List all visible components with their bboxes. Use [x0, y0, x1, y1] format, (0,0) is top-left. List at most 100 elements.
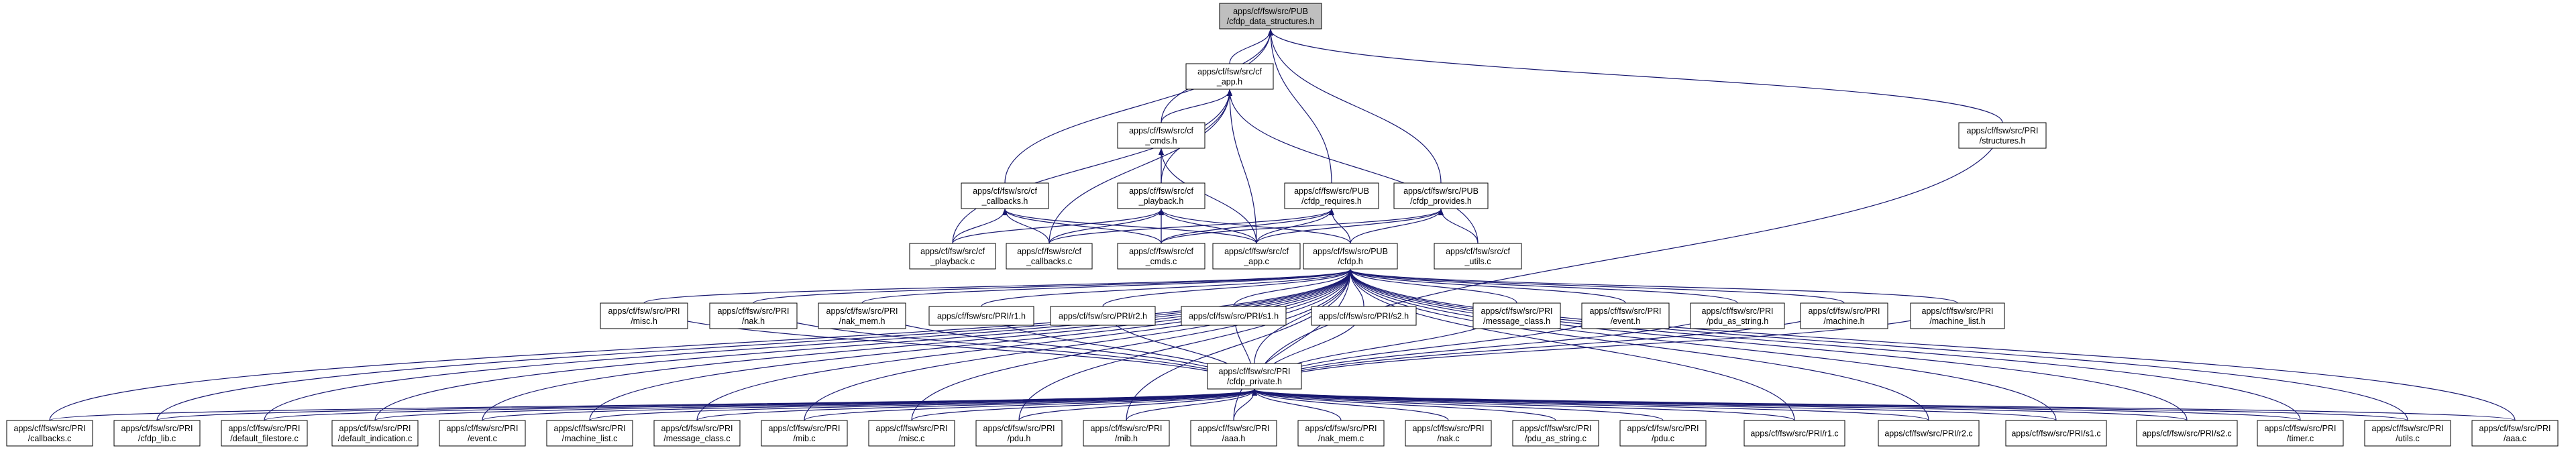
dependency-edge	[1268, 29, 2003, 123]
node-label: /utils.c	[2396, 434, 2419, 443]
graph-node[interactable]: apps/cf/fsw/src/cf_callbacks.h	[961, 182, 1049, 209]
dependency-edge	[1252, 389, 1664, 421]
dependency-edge	[911, 389, 1257, 421]
dependency-edge	[1252, 389, 2188, 421]
node-box	[1207, 363, 1302, 390]
graph-node[interactable]: apps/cf/fsw/src/PRI/callbacks.c	[6, 420, 93, 447]
dependency-edge	[1252, 389, 1342, 421]
node-label: /nak.c	[1437, 434, 1459, 443]
graph-node[interactable]: apps/cf/fsw/src/PUB/cfdp_requires.h	[1284, 182, 1379, 209]
node-label: apps/cf/fsw/src/PRI/s1.h	[1189, 312, 1279, 321]
graph-node[interactable]: apps/cf/fsw/src/PRI/nak.h	[709, 302, 798, 329]
graph-node[interactable]: apps/cf/fsw/src/PRI/s1.c	[2005, 420, 2107, 447]
graph-node[interactable]: apps/cf/fsw/src/PRI/r1.c	[1743, 420, 1845, 447]
graph-node[interactable]: apps/cf/fsw/src/PRI/pdu_as_string.h	[1690, 302, 1785, 329]
graph-node[interactable]: apps/cf/fsw/src/PRI/machine_list.h	[1910, 302, 2005, 329]
graph-node[interactable]: apps/cf/fsw/src/PRI/s2.c	[2136, 420, 2238, 447]
dependency-edge	[1102, 269, 1353, 307]
graph-node[interactable]: apps/cf/fsw/src/cf_playback.c	[909, 243, 996, 270]
dependency-edge	[1254, 269, 1353, 364]
dependency-edge	[643, 269, 1353, 304]
graph-node[interactable]: apps/cf/fsw/src/PRI/timer.c	[2257, 420, 2344, 447]
node-label: apps/cf/fsw/src/PRI	[1627, 424, 1699, 433]
graph-node[interactable]: apps/cf/fsw/src/PRI/cfdp_lib.c	[113, 420, 201, 447]
graph-node[interactable]: apps/cf/fsw/src/PRI/message_class.c	[653, 420, 741, 447]
dependency-edge	[1233, 269, 1353, 307]
graph-node[interactable]: apps/cf/fsw/src/cf_playback.h	[1117, 182, 1205, 209]
graph-node[interactable]: apps/cf/fsw/src/PRI/event.h	[1581, 302, 1670, 329]
graph-node[interactable]: apps/cf/fsw/src/cf_app.h	[1185, 63, 1274, 90]
node-box	[1512, 420, 1599, 447]
node-box	[975, 420, 1063, 447]
graph-node[interactable]: apps/cf/fsw/src/PRI/default_filestore.c	[221, 420, 308, 447]
dependency-edge	[1350, 209, 1444, 244]
graph-node[interactable]: apps/cf/fsw/src/PRI/message_class.h	[1472, 302, 1561, 329]
graph-node[interactable]: apps/cf/fsw/src/PRI/nak_mem.c	[1297, 420, 1385, 447]
graph-node[interactable]: apps/cf/fsw/src/PRI/nak.c	[1405, 420, 1492, 447]
graph-node[interactable]: apps/cf/fsw/src/PRI/pdu.c	[1619, 420, 1707, 447]
node-label: apps/cf/fsw/src/PRI	[2372, 424, 2444, 433]
node-label: /event.h	[1611, 317, 1641, 326]
node-label: apps/cf/fsw/src/PUB	[1294, 186, 1369, 196]
dependency-edge	[1018, 269, 1353, 421]
dependency-edge	[1049, 89, 1232, 244]
dependency-edge	[1438, 209, 1479, 244]
node-label: apps/cf/fsw/src/PRI	[1413, 424, 1485, 433]
dependency-edge	[1348, 269, 2057, 421]
graph-node[interactable]: apps/cf/fsw/src/PUB/cfdp_provides.h	[1393, 182, 1489, 209]
graph-node[interactable]: apps/cf/fsw/src/PRI/pdu_as_string.c	[1512, 420, 1599, 447]
graph-node[interactable]: apps/cf/fsw/src/PRI/s2.h	[1311, 306, 1417, 326]
node-label: apps/cf/fsw/src/PRI	[1305, 424, 1377, 433]
node-label: /default_indication.c	[338, 434, 413, 443]
graph-node[interactable]: apps/cf/fsw/src/cf_cmds.c	[1117, 243, 1205, 270]
dependency-edge	[1252, 389, 2057, 421]
node-label: apps/cf/fsw/src/cf	[1129, 247, 1193, 256]
graph-node[interactable]: apps/cf/fsw/src/PRI/mib.c	[761, 420, 848, 447]
graph-node[interactable]: apps/cf/fsw/src/PRI/utils.c	[2364, 420, 2451, 447]
node-label: apps/cf/fsw/src/cf	[1017, 247, 1081, 256]
node-box	[2471, 420, 2559, 447]
graph-node[interactable]: apps/cf/fsw/src/PRI/s1.h	[1181, 306, 1287, 326]
graph-node[interactable]: apps/cf/fsw/src/PRI/machine_list.c	[546, 420, 633, 447]
node-box	[439, 420, 526, 447]
node-label: apps/cf/fsw/src/PRI	[1481, 306, 1553, 316]
graph-node[interactable]: apps/cf/fsw/src/PRI/mib.h	[1083, 420, 1170, 447]
graph-node[interactable]: apps/cf/fsw/src/PRI/aaa.h	[1190, 420, 1277, 447]
node-box	[2257, 420, 2344, 447]
node-label: apps/cf/fsw/src/PRI	[1967, 126, 2039, 135]
graph-node[interactable]: apps/cf/fsw/src/PRI/r2.h	[1050, 306, 1156, 326]
graph-node[interactable]: apps/cf/fsw/src/PRI/structures.h	[1958, 122, 2047, 149]
graph-node[interactable]: apps/cf/fsw/src/cf_app.c	[1212, 243, 1301, 270]
graph-node[interactable]: apps/cf/fsw/src/PRI/machine.h	[1800, 302, 1888, 329]
node-box	[1117, 182, 1205, 209]
graph-node[interactable]: apps/cf/fsw/src/PRI/r1.h	[928, 306, 1034, 326]
node-box	[653, 420, 741, 447]
graph-node[interactable]: apps/cf/fsw/src/PRI/nak_mem.h	[818, 302, 906, 329]
graph-node[interactable]: apps/cf/fsw/src/PRI/aaa.c	[2471, 420, 2559, 447]
graph-node[interactable]: apps/cf/fsw/src/PRI/default_indication.c	[331, 420, 419, 447]
node-box	[761, 420, 848, 447]
node-label: /misc.h	[631, 317, 657, 326]
dependency-edge	[1252, 389, 1449, 421]
node-label: _playback.c	[930, 257, 975, 266]
dependency-edge	[1002, 209, 1050, 244]
graph-node[interactable]: apps/cf/fsw/src/cf_cmds.h	[1117, 122, 1205, 149]
graph-node[interactable]: apps/cf/fsw/src/cf_utils.c	[1434, 243, 1522, 270]
graph-node[interactable]: apps/cf/fsw/src/PRI/r2.c	[1878, 420, 1980, 447]
node-box	[600, 302, 688, 329]
graph-node[interactable]: apps/cf/fsw/src/PRI/event.c	[439, 420, 526, 447]
dependency-edge	[1252, 389, 1556, 421]
node-box	[1910, 302, 2005, 329]
node-label: apps/cf/fsw/src/PUB	[1313, 247, 1388, 256]
node-label: /nak.h	[742, 317, 765, 326]
graph-node[interactable]: apps/cf/fsw/src/PRI/misc.c	[868, 420, 955, 447]
graph-node[interactable]: apps/cf/fsw/src/PRI/pdu.h	[975, 420, 1063, 447]
node-box	[1743, 420, 1845, 447]
graph-node[interactable]: apps/cf/fsw/src/PUB/cfdp.h	[1303, 243, 1398, 270]
dependency-edge	[1004, 29, 1273, 184]
dependency-edge	[374, 269, 1353, 421]
graph-node[interactable]: apps/cf/fsw/src/PUB/cfdp_data_structures…	[1219, 3, 1322, 30]
graph-node[interactable]: apps/cf/fsw/src/PRI/misc.h	[600, 302, 688, 329]
graph-node[interactable]: apps/cf/fsw/src/PRI/cfdp_private.h	[1207, 363, 1302, 390]
graph-node[interactable]: apps/cf/fsw/src/cf_callbacks.c	[1006, 243, 1093, 270]
